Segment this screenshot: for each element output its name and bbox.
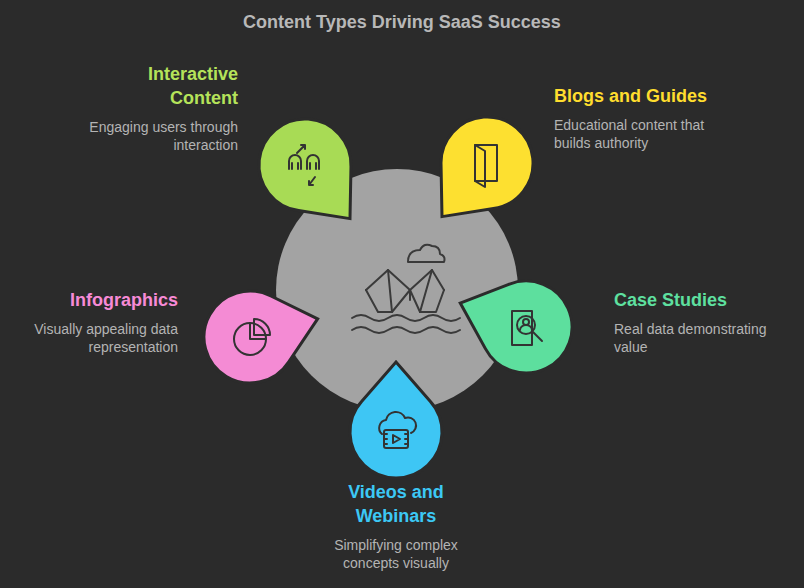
- content-pin: InfographicsVisually appealing data repr…: [190, 277, 310, 397]
- content-pin: Interactive ContentEngaging users throug…: [245, 105, 365, 225]
- pin-description: Visually appealing data representation: [10, 320, 178, 356]
- text-block: Case StudiesReal data demonstrating valu…: [614, 288, 789, 356]
- teardrop-shape: [170, 257, 330, 417]
- pin-description: Educational content that builds authorit…: [554, 116, 729, 152]
- pin-description: Simplifying complex concepts visually: [311, 536, 481, 572]
- diagram-title: Content Types Driving SaaS Success: [0, 12, 804, 33]
- pin-heading: Interactive Content: [108, 62, 238, 110]
- boat-icon: [352, 245, 460, 333]
- pin-heading: Blogs and Guides: [554, 84, 754, 108]
- pin-description: Real data demonstrating value: [614, 320, 789, 356]
- text-block: Blogs and GuidesEducational content that…: [554, 84, 754, 152]
- text-block: Videos and WebinarsSimplifying complex c…: [300, 480, 492, 572]
- teardrop-shape: [446, 247, 606, 407]
- content-pin: Case StudiesReal data demonstrating valu…: [466, 267, 586, 387]
- text-block: Interactive ContentEngaging users throug…: [60, 62, 238, 154]
- pin-heading: Videos and Webinars: [331, 480, 461, 528]
- content-pin: Videos and WebinarsSimplifying complex c…: [336, 372, 456, 492]
- pin-description: Engaging users through interaction: [60, 118, 238, 154]
- pin-heading: Case Studies: [614, 288, 789, 312]
- teardrop-shape: [407, 83, 567, 243]
- teardrop-shape: [225, 85, 385, 245]
- text-block: InfographicsVisually appealing data repr…: [10, 288, 178, 356]
- pin-heading: Infographics: [10, 288, 178, 312]
- content-pin: Blogs and GuidesEducational content that…: [427, 103, 547, 223]
